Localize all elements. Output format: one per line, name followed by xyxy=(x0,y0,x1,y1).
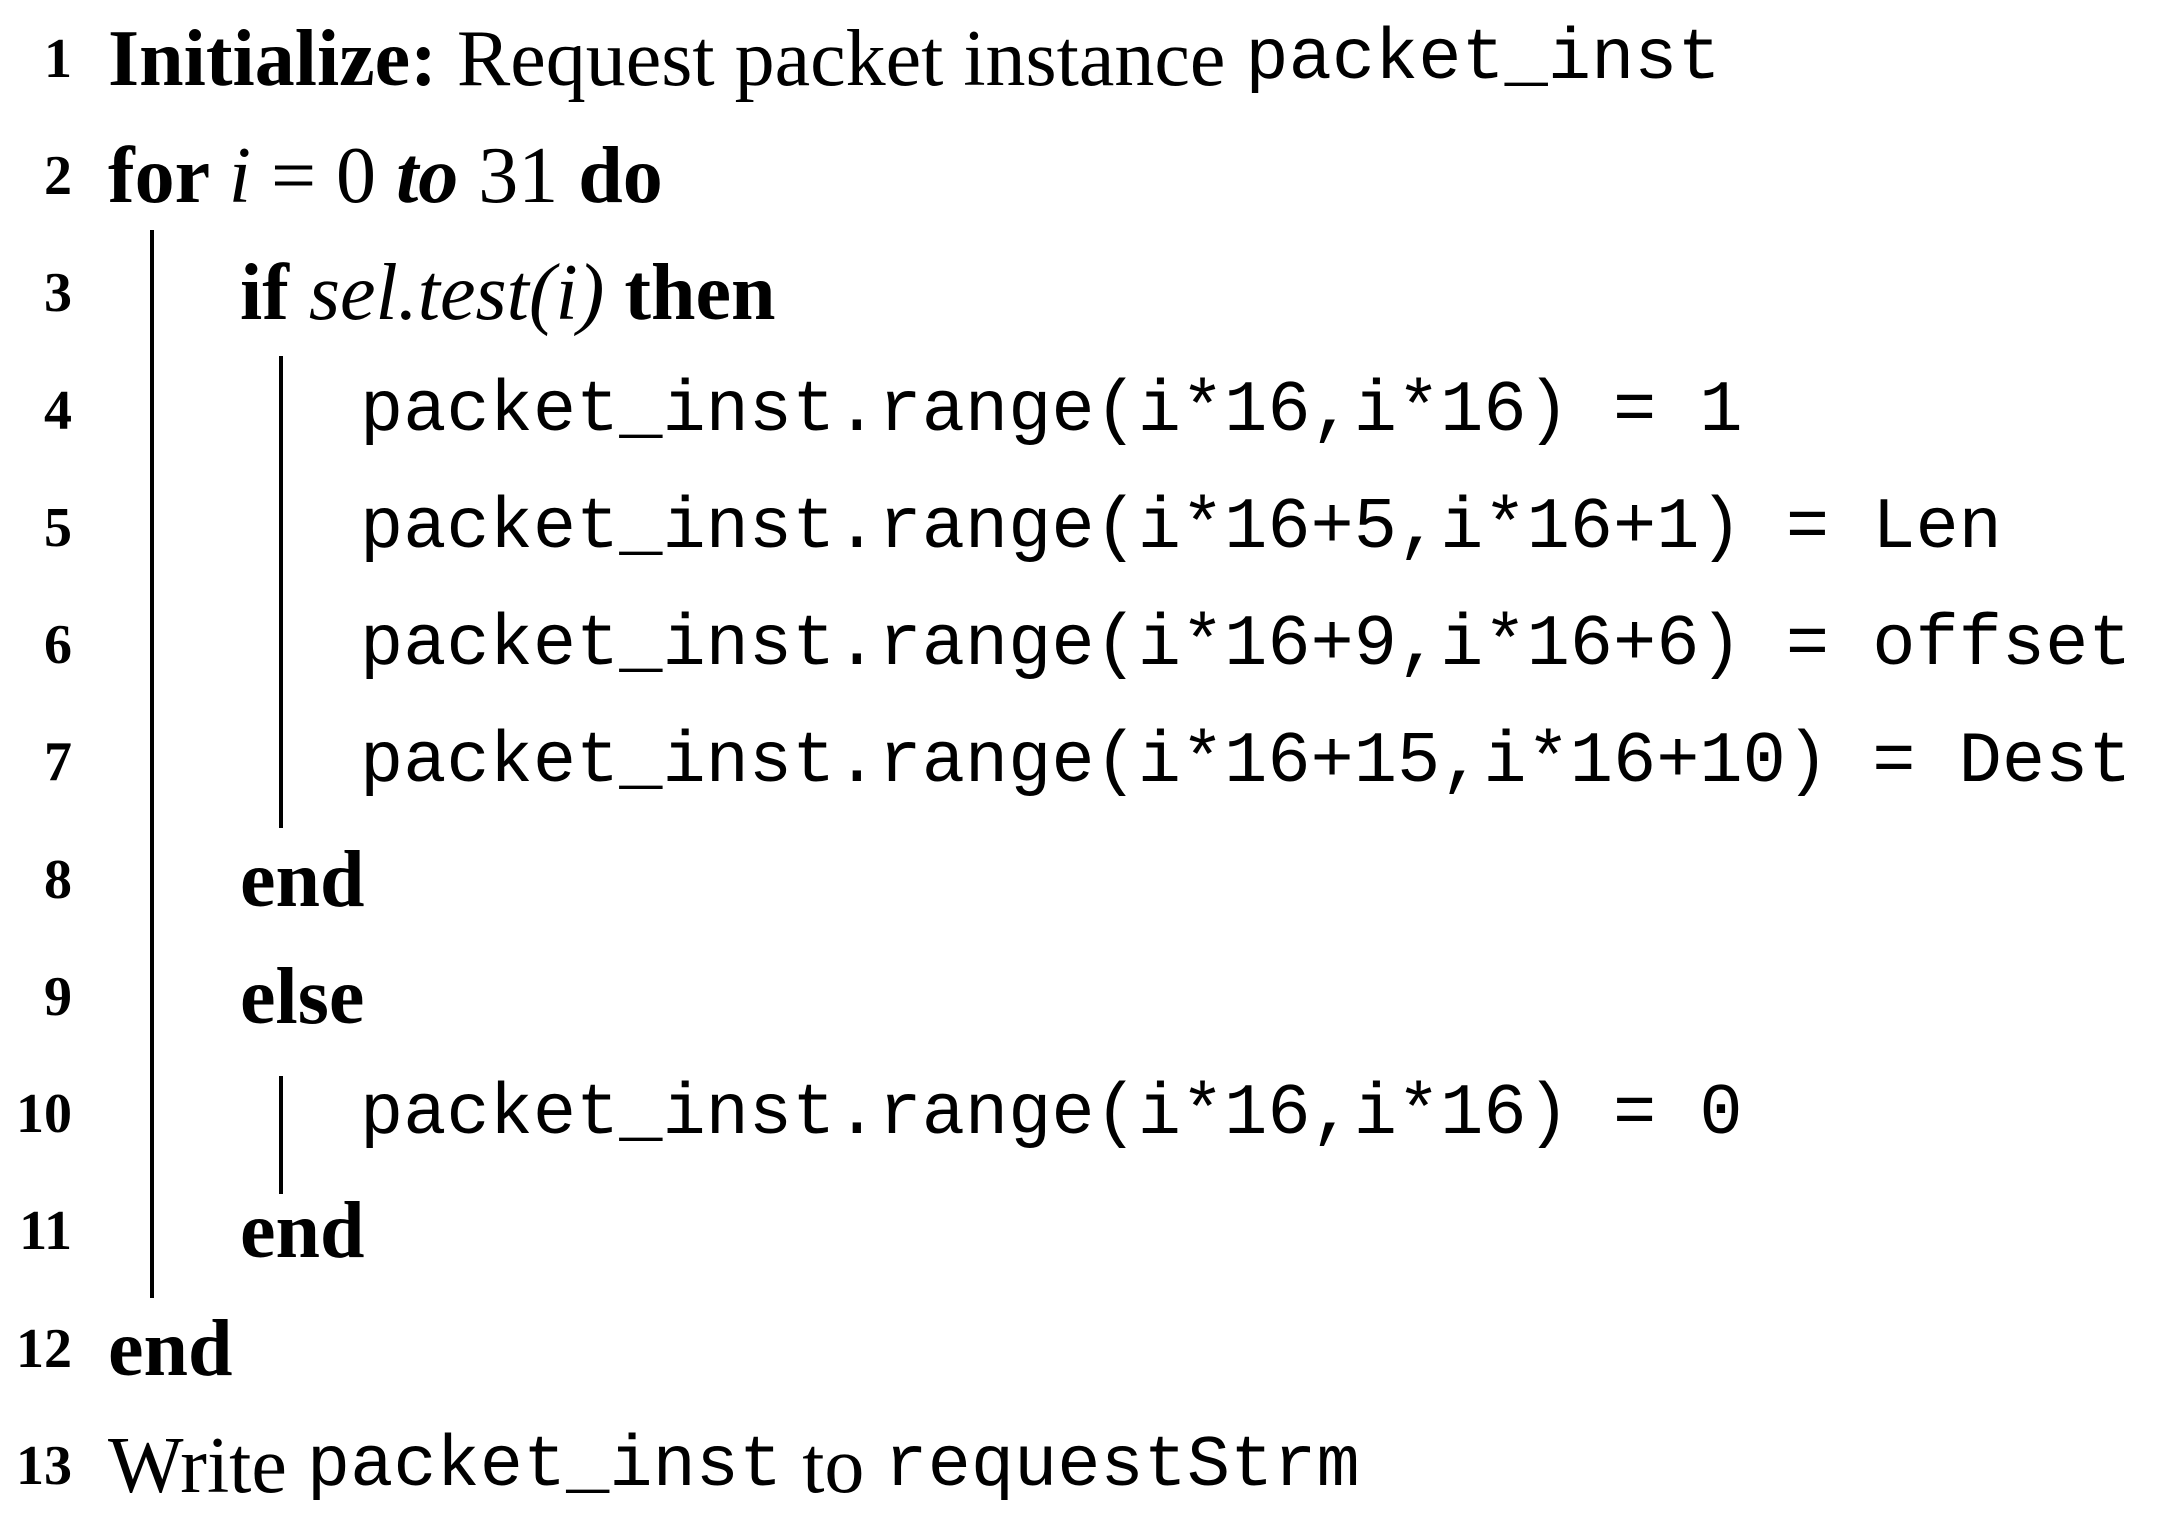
algo-line-8: 8 end xyxy=(0,821,2162,939)
line-number: 8 xyxy=(44,849,72,911)
algo-line-9: 9 else xyxy=(0,938,2162,1056)
keyword-do: do xyxy=(578,131,663,220)
line-number: 13 xyxy=(16,1435,72,1497)
line-number: 2 xyxy=(44,145,72,207)
algo-line-11: 11 end xyxy=(0,1172,2162,1290)
keyword-to: to xyxy=(396,131,459,220)
algo-line-2: 2 for i = 0 to 31 do xyxy=(0,117,2162,235)
code-text: requestStrm xyxy=(884,1425,1360,1507)
line-number: 12 xyxy=(16,1318,72,1380)
code-text: packet_inst xyxy=(306,1425,783,1507)
code-text: packet_inst.range(i*16+5,i*16+1) = Len xyxy=(360,487,2002,569)
algo-line-1: 1 Initialize: Request packet instance pa… xyxy=(0,0,2162,118)
line-number: 7 xyxy=(44,731,72,793)
algo-line-13: 13 Write packet_inst to requestStrm xyxy=(0,1407,2162,1524)
statement-text: Write xyxy=(108,1421,307,1510)
code-text: packet_inst.range(i*16,i*16) = 1 xyxy=(360,370,1743,452)
line-number: 3 xyxy=(44,262,72,324)
algo-line-4: 4 packet_inst.range(i*16,i*16) = 1 xyxy=(0,352,2162,470)
code-text: packet_inst.range(i*16,i*16) = 0 xyxy=(360,1073,1743,1155)
line-number: 4 xyxy=(44,380,72,442)
keyword-end: end xyxy=(240,1186,365,1275)
math-text: = 0 xyxy=(250,131,397,220)
for-block-rule xyxy=(150,230,154,1298)
line-number: 6 xyxy=(44,614,72,676)
code-text: packet_inst.range(i*16+15,i*16+10) = Des… xyxy=(360,721,2132,803)
math-text: sel.test(i) xyxy=(308,248,605,337)
math-text: 31 xyxy=(458,131,579,220)
statement-text: to xyxy=(782,1421,885,1510)
line-number: 11 xyxy=(19,1200,72,1262)
algo-line-7: 7 packet_inst.range(i*16+15,i*16+10) = D… xyxy=(0,703,2162,821)
keyword-then: then xyxy=(604,248,776,337)
statement-text: Request packet instance xyxy=(436,14,1246,103)
keyword-if: if xyxy=(240,248,309,337)
math-text: i xyxy=(228,131,251,220)
algo-line-6: 6 packet_inst.range(i*16+9,i*16+6) = off… xyxy=(0,586,2162,704)
line-number: 5 xyxy=(44,497,72,559)
keyword-initialize: Initialize: xyxy=(108,14,437,103)
line-number: 10 xyxy=(16,1083,72,1145)
else-block-rule xyxy=(279,1076,283,1194)
algo-line-3: 3 if sel.test(i) then xyxy=(0,234,2162,352)
if-block-rule xyxy=(279,356,283,828)
code-text: packet_inst.range(i*16+9,i*16+6) = offse… xyxy=(360,604,2132,686)
algo-line-5: 5 packet_inst.range(i*16+5,i*16+1) = Len xyxy=(0,469,2162,587)
algo-line-12: 12 end xyxy=(0,1290,2162,1408)
algo-line-10: 10 packet_inst.range(i*16,i*16) = 0 xyxy=(0,1055,2162,1173)
keyword-end: end xyxy=(108,1304,233,1393)
line-number: 1 xyxy=(44,28,72,90)
keyword-end: end xyxy=(240,835,365,924)
keyword-else: else xyxy=(240,952,365,1041)
keyword-for: for xyxy=(108,131,229,220)
code-text: packet_inst xyxy=(1245,18,1721,100)
line-number: 9 xyxy=(44,966,72,1028)
